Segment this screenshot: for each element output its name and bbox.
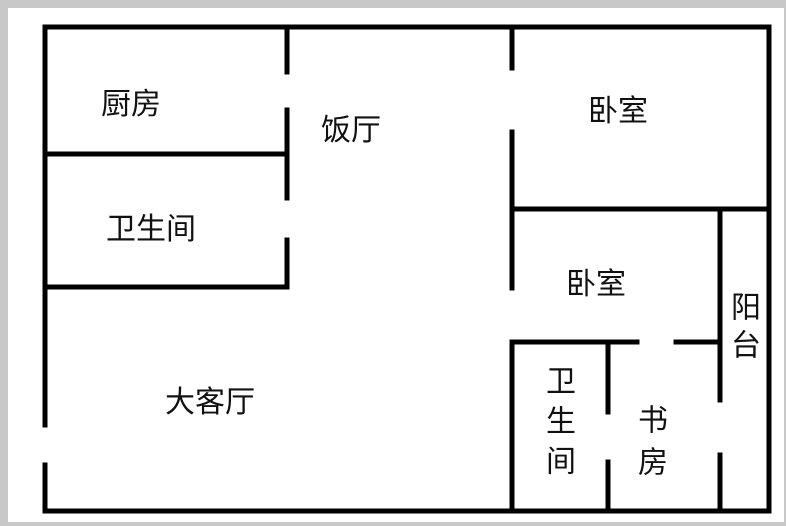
room-label-bathroom-left: 卫生间	[106, 212, 196, 247]
room-label-bedroom-top: 卧室	[588, 94, 648, 129]
room-label-living: 大客厅	[165, 385, 255, 420]
room-label-dining: 饭厅	[321, 113, 381, 148]
room-label-study: 书房	[632, 404, 667, 488]
room-label-kitchen: 厨房	[101, 87, 161, 122]
room-label-balcony: 阳台	[725, 291, 760, 367]
canvas-background	[8, 8, 784, 522]
room-label-bathroom-right: 卫生间	[540, 365, 575, 485]
room-label-bedroom-mid: 卧室	[566, 267, 626, 302]
walls	[42, 24, 772, 514]
